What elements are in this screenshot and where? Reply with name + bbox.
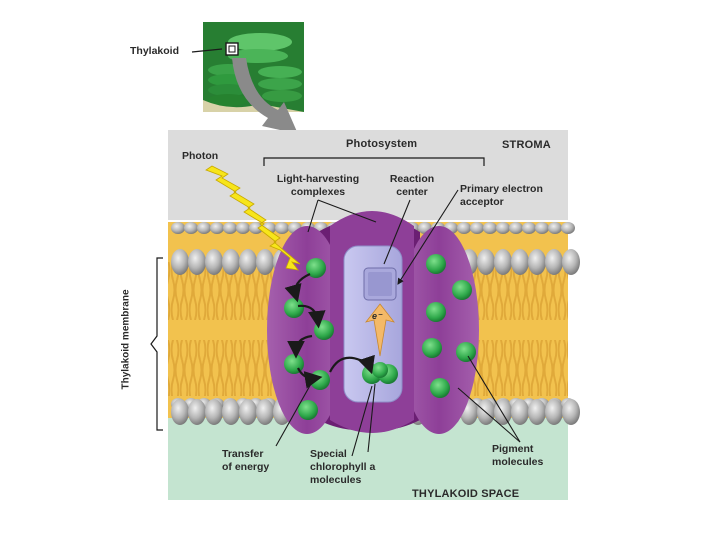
light-harvesting-label: Light-harvesting complexes (276, 173, 360, 198)
lipid-head (256, 249, 274, 275)
primary-acceptor-label: Primary electron acceptor (460, 183, 543, 208)
lipid-head (477, 249, 495, 275)
pigment-molecule (310, 370, 330, 390)
lipid-head (223, 222, 237, 234)
lipid-head (222, 399, 240, 425)
lipid-head (188, 249, 206, 275)
lipid-head (184, 222, 198, 234)
lipid-head (171, 222, 185, 234)
lipid-head (205, 399, 223, 425)
lipid-head (535, 222, 549, 234)
pigment-molecule (430, 378, 450, 398)
lipid-head (222, 249, 240, 275)
lipid-head (528, 249, 546, 275)
lipid-head (545, 399, 563, 425)
pigment-molecule (426, 254, 446, 274)
pigment-molecule (314, 320, 334, 340)
lipid-head (239, 249, 257, 275)
transfer-energy-label: Transfer of energy (222, 448, 270, 473)
lipid-head (275, 222, 289, 234)
lipid-head (561, 222, 575, 234)
reaction-center-label: Reaction center (389, 173, 435, 198)
pigment-molecule (452, 280, 472, 300)
lipid-head (509, 222, 523, 234)
lipid-head (197, 222, 211, 234)
membrane-bracket (150, 257, 163, 431)
special-chlorophyll-label: Special chlorophyll a molecules (310, 448, 376, 486)
thylakoid-space-label: THYLAKOID SPACE (412, 488, 520, 500)
lipid-head (494, 249, 512, 275)
stroma-region (168, 130, 568, 220)
photon-zigzag (205, 165, 301, 271)
thylakoid-pointer (191, 48, 223, 53)
pigment-molecule (298, 400, 318, 420)
lipid-head (483, 222, 497, 234)
electron-label: e⁻ (372, 311, 382, 321)
pigment-molecule (284, 298, 304, 318)
pigment-molecule (456, 342, 476, 362)
lipid-head (511, 249, 529, 275)
lipid-head (496, 222, 510, 234)
pigment-molecules-label: Pigment molecules (492, 443, 544, 468)
photosystem-label: Photosystem (346, 138, 418, 150)
lipid-head (205, 249, 223, 275)
pigment-molecules (284, 254, 476, 420)
lipid-head (562, 399, 580, 425)
primary-electron-acceptor (363, 267, 397, 301)
lipid-head (239, 399, 257, 425)
lipid-head (210, 222, 224, 234)
thylakoid-label: Thylakoid (130, 45, 180, 57)
lipid-head (457, 222, 471, 234)
lipid-head (171, 399, 189, 425)
stroma-label: STROMA (502, 139, 551, 151)
pigment-molecule (422, 338, 442, 358)
lipid-head (528, 399, 546, 425)
lipid-head (562, 249, 580, 275)
lipid-head (188, 399, 206, 425)
pigment-molecule (426, 302, 446, 322)
lipid-head (236, 222, 250, 234)
lipid-head (522, 222, 536, 234)
lipid-head (256, 399, 274, 425)
lipid-head (249, 222, 263, 234)
photosystem-bracket (263, 157, 485, 166)
energy-transfer-arrows (284, 272, 375, 389)
pointer-lines (275, 189, 521, 457)
zoom-arrow (232, 58, 298, 134)
electron-arrow (364, 303, 396, 357)
lipid-head (545, 249, 563, 275)
lipid-head (470, 222, 484, 234)
lipid-head (171, 249, 189, 275)
lipid-head (548, 222, 562, 234)
pigment-molecule (306, 258, 326, 278)
photon-label: Photon (182, 150, 219, 162)
thylakoid-membrane-label: Thylakoid membrane (120, 289, 132, 390)
lipid-head (511, 399, 529, 425)
